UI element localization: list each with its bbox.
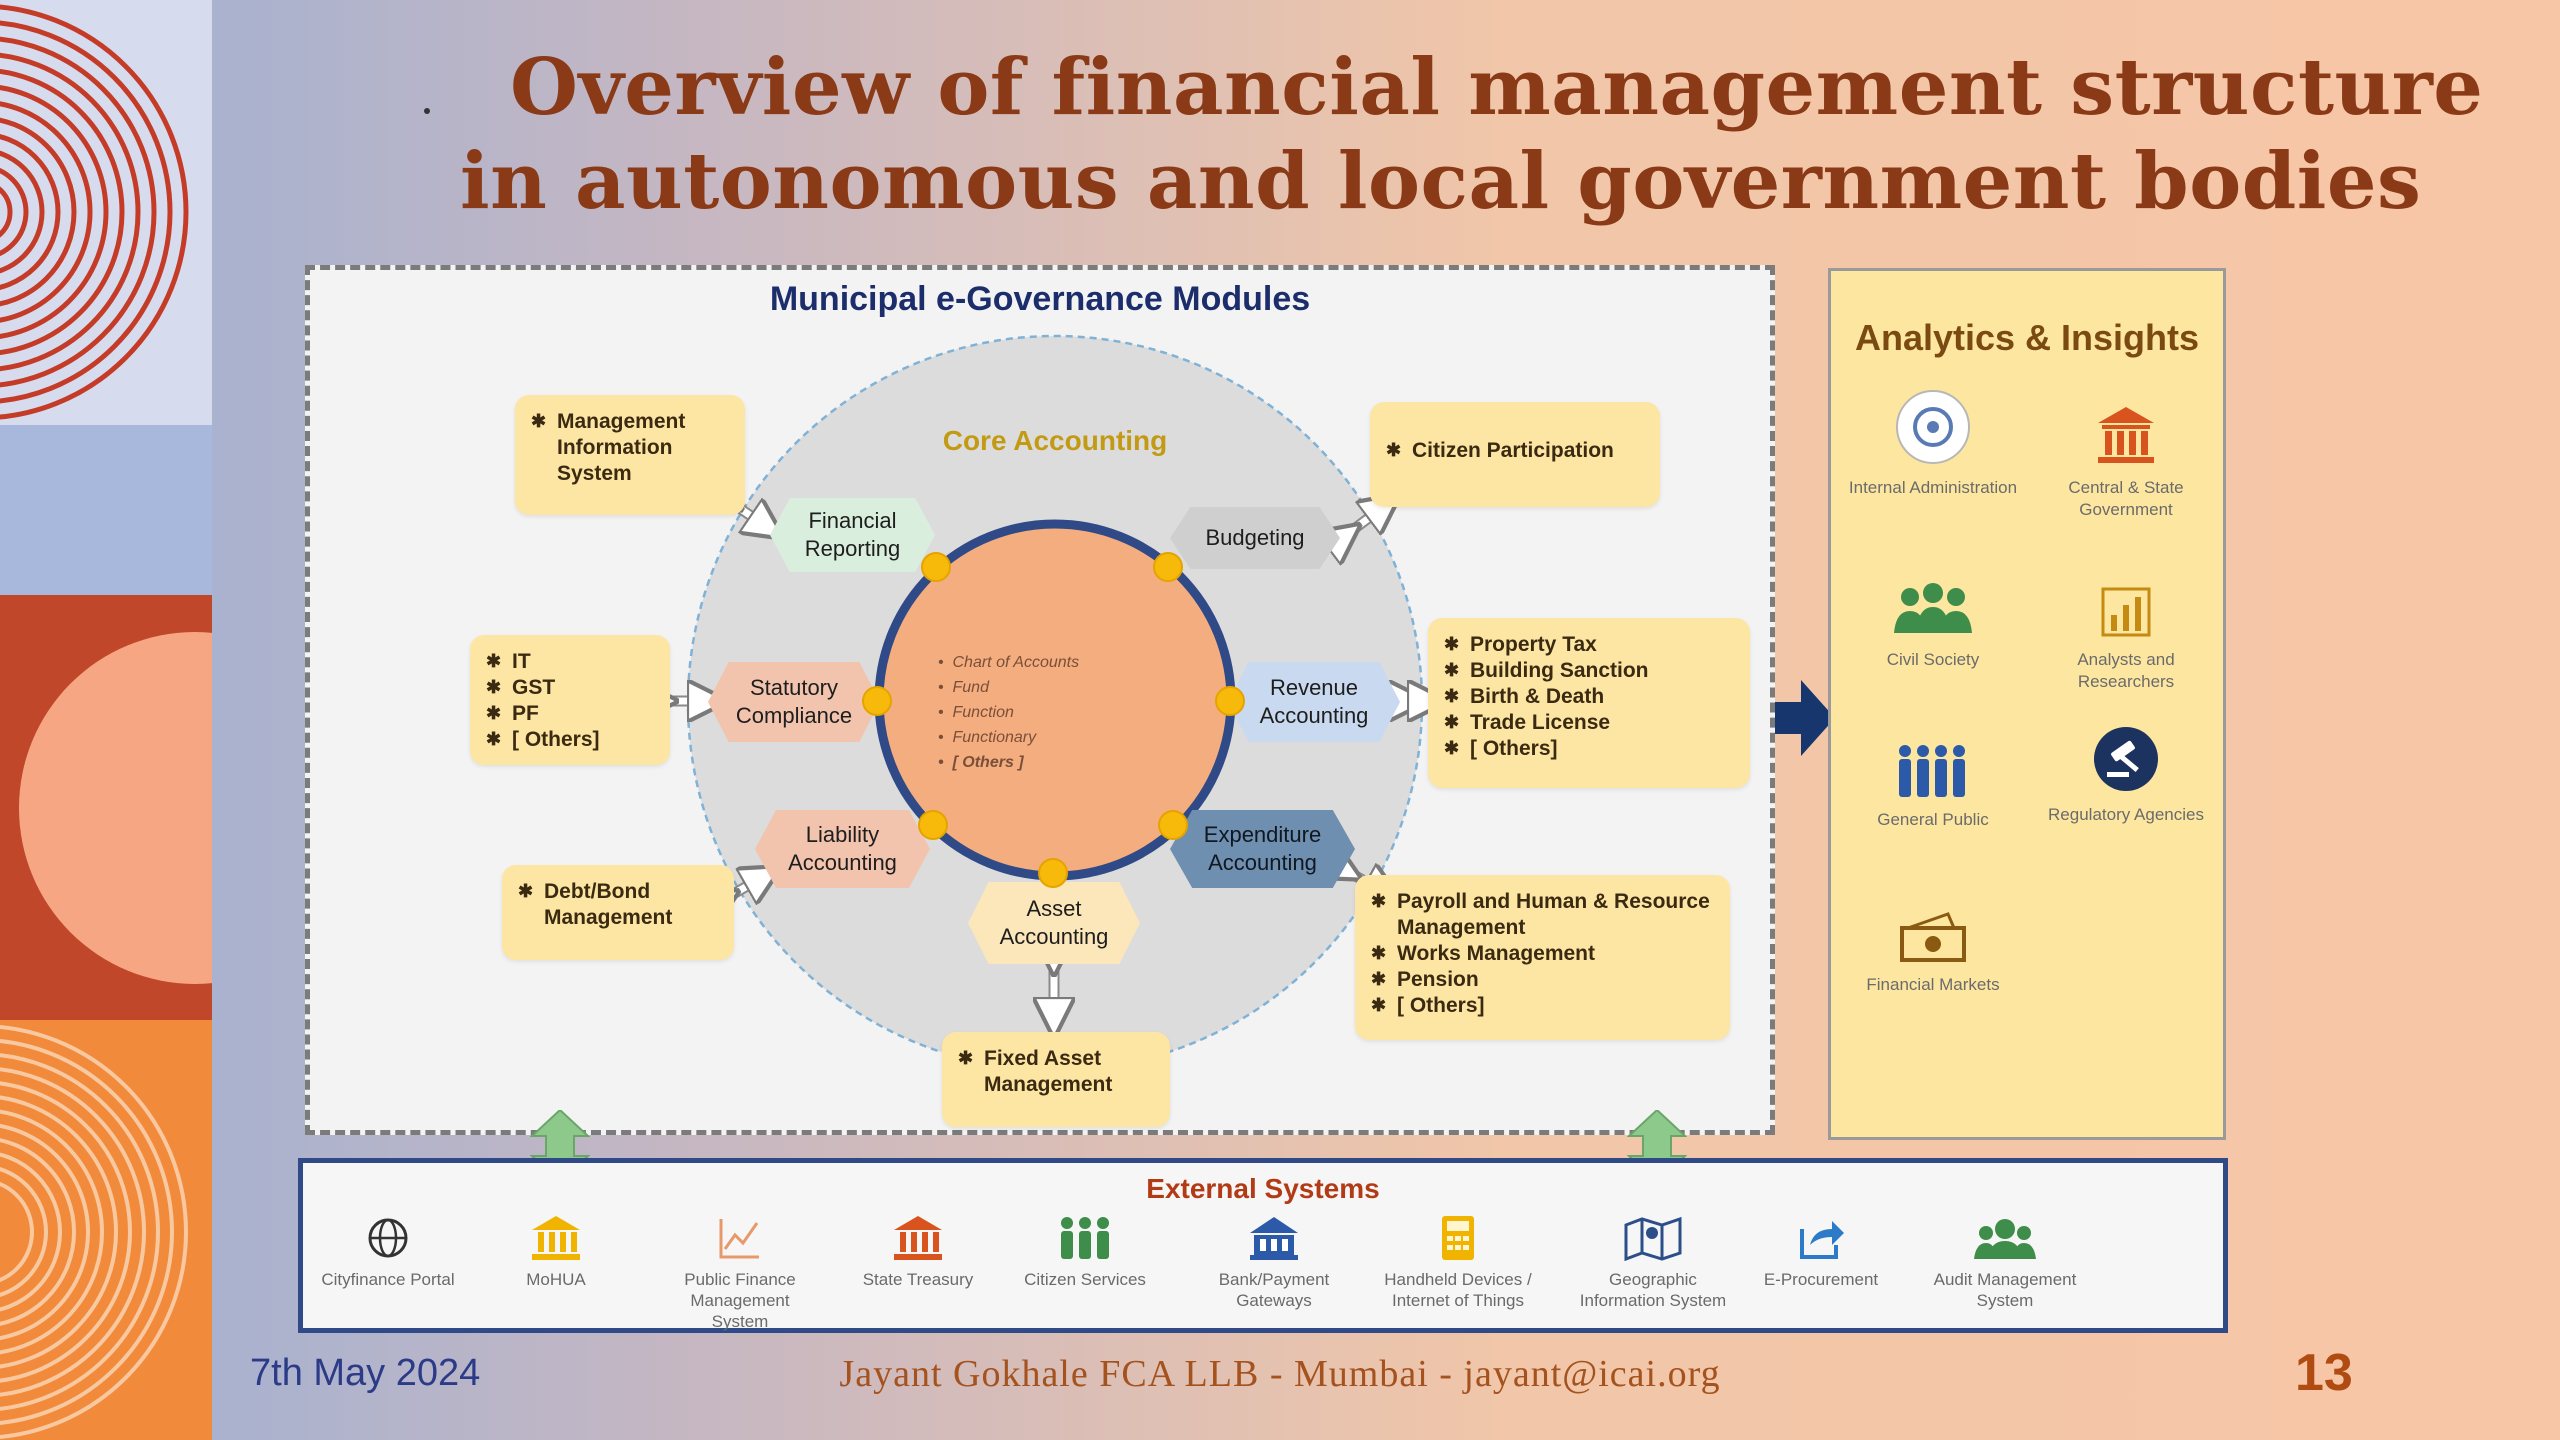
external-systems-panel: External Systems Cityfinance Portal MoHU… bbox=[298, 1158, 2228, 1333]
bar-chart-icon bbox=[2101, 587, 2151, 637]
bullet-dot bbox=[424, 108, 430, 114]
analytics-item-analysts-researchers: Analysts and Researchers bbox=[2041, 571, 2211, 693]
external-item-e-procurement: E-Procurement bbox=[1746, 1207, 1896, 1290]
box-revenue-items: Property Tax Building Sanction Birth & D… bbox=[1428, 618, 1750, 788]
ministry-building-icon bbox=[532, 1216, 580, 1260]
globe-icon bbox=[368, 1218, 408, 1258]
people-group-icon bbox=[1894, 583, 1972, 633]
external-item-gis: Geographic Information System bbox=[1578, 1207, 1728, 1311]
external-item-mohua: MoHUA bbox=[481, 1207, 631, 1290]
core-accounting-title: Core Accounting bbox=[942, 425, 1168, 456]
share-arrow-icon bbox=[1800, 1221, 1844, 1259]
analytics-item-financial-markets: Financial Markets bbox=[1848, 896, 2018, 996]
external-item-citizen-services: Citizen Services bbox=[1010, 1207, 1160, 1290]
treasury-building-icon bbox=[894, 1216, 942, 1260]
right-arrow-icon bbox=[1775, 680, 1835, 756]
gavel-icon bbox=[2094, 727, 2158, 791]
page-number: 13 bbox=[2295, 1344, 2353, 1402]
core-item: • Fund bbox=[938, 679, 989, 696]
box-citizen-participation: Citizen Participation bbox=[1370, 402, 1660, 507]
external-item-cityfinance-portal: Cityfinance Portal bbox=[313, 1207, 463, 1290]
money-icon bbox=[1900, 912, 1966, 962]
external-item-pfms: Public Finance Management System bbox=[665, 1207, 815, 1332]
footer-author: Jayant Gokhale FCA LLB - Mumbai - jayant… bbox=[839, 1353, 1721, 1395]
core-item: • Function bbox=[938, 704, 1014, 721]
ring-node bbox=[1153, 552, 1183, 582]
analytics-item-internal-administration: Internal Administration bbox=[1848, 390, 2018, 499]
box-expenditure-items: Payroll and Human & Resource Management … bbox=[1355, 875, 1730, 1040]
analytics-title: Analytics & Insights bbox=[1854, 317, 2200, 358]
map-icon bbox=[1624, 1216, 1682, 1261]
concentric-circles-decoration bbox=[0, 4, 212, 1439]
calculator-icon bbox=[1442, 1216, 1474, 1260]
core-item: • Chart of Accounts bbox=[938, 654, 1080, 671]
ring-node bbox=[1038, 858, 1068, 888]
core-items-list: • Chart of Accounts • Fund • Function • … bbox=[938, 650, 1079, 775]
audit-people-icon bbox=[1974, 1219, 2036, 1259]
module-budgeting[interactable]: Budgeting bbox=[1170, 507, 1340, 569]
external-item-audit-management: Audit Management System bbox=[1930, 1207, 2080, 1311]
analytics-item-regulatory-agencies: Regulatory Agencies bbox=[2041, 726, 2211, 826]
line-chart-icon bbox=[719, 1219, 759, 1259]
ring-node bbox=[862, 686, 892, 716]
crowd-icon bbox=[1899, 745, 1965, 797]
municipal-modules-panel: Municipal e-Governance Modules bbox=[305, 265, 1775, 1135]
slide-title-line-1: Overview of financial management structu… bbox=[510, 42, 2484, 133]
ring-node bbox=[1215, 686, 1245, 716]
footer-date: 7th May 2024 bbox=[250, 1352, 481, 1394]
diagram-title: Municipal e-Governance Modules bbox=[769, 280, 1311, 318]
core-item: • [ Others ] bbox=[938, 754, 1024, 771]
analytics-item-central-state-government: Central & State Government bbox=[2041, 399, 2211, 521]
slide-title-line-2: in autonomous and local government bodie… bbox=[460, 136, 2422, 227]
analytics-item-general-public: General Public bbox=[1848, 731, 2018, 831]
analytics-item-civil-society: Civil Society bbox=[1848, 571, 2018, 671]
box-statutory-items: IT GST PF [ Others] bbox=[470, 635, 670, 765]
analytics-insights-panel: Analytics & Insights Internal Administra… bbox=[1828, 268, 2226, 1140]
government-building-icon bbox=[2098, 407, 2154, 463]
bank-icon bbox=[1250, 1217, 1298, 1260]
external-item-handheld-iot: Handheld Devices / Internet of Things bbox=[1383, 1207, 1533, 1311]
external-title: External Systems bbox=[1146, 1173, 1380, 1204]
ring-node bbox=[918, 810, 948, 840]
external-item-bank-payment-gateways: Bank/Payment Gateways bbox=[1199, 1207, 1349, 1311]
decorative-strip bbox=[0, 0, 212, 1440]
external-item-state-treasury: State Treasury bbox=[843, 1207, 993, 1290]
emblem-icon bbox=[1896, 390, 1970, 464]
ring-node bbox=[921, 552, 951, 582]
core-item: • Functionary bbox=[938, 729, 1037, 746]
citizens-icon bbox=[1061, 1217, 1109, 1259]
ring-node bbox=[1158, 810, 1188, 840]
